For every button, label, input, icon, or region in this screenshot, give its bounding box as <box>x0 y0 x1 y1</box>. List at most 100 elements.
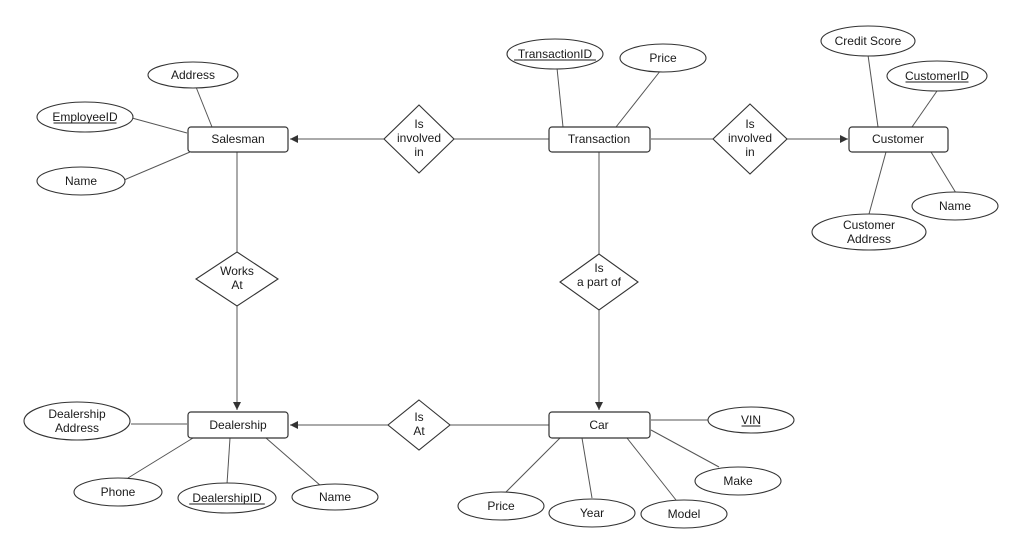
attribute-ellipse <box>177 482 277 514</box>
relationship-salesman-transaction: Is involved in <box>383 104 455 174</box>
relationship-line-1: Is <box>594 261 603 275</box>
relationship-line-2: At <box>413 424 425 438</box>
attribute-ellipse <box>36 166 126 196</box>
relationship-car-dealership: Is At <box>387 399 451 451</box>
entity-transaction: Transaction <box>548 126 651 153</box>
attribute-ellipse <box>291 483 379 511</box>
relationship-line-3: in <box>414 145 423 159</box>
link-salesman-employeeid <box>131 117 188 134</box>
attribute-ellipse <box>640 499 728 529</box>
attribute-ellipse <box>457 491 545 521</box>
key-attribute-label: VIN <box>741 413 761 427</box>
relationship-line-2: involved <box>397 131 441 145</box>
attribute-ellipse <box>548 498 636 528</box>
attribute-car-make: Make <box>694 466 782 496</box>
attribute-ellipse <box>147 61 239 89</box>
attribute-label: Price <box>487 499 515 513</box>
attribute-label: Model <box>668 507 701 521</box>
attribute-label: Name <box>65 174 97 188</box>
attribute-ellipse <box>694 466 782 496</box>
attribute-label: Phone <box>101 485 136 499</box>
entity-dealership-label: Dealership <box>209 418 267 432</box>
link-car-make <box>650 429 720 468</box>
link-transaction-id <box>556 67 564 128</box>
attribute-label: Address <box>171 68 215 82</box>
attribute-salesman-name: Name <box>36 166 126 196</box>
entity-customer-label: Customer <box>872 132 924 146</box>
link-transaction-price <box>615 69 662 128</box>
link-customer-id <box>911 90 938 128</box>
relationship-transaction-customer: Is involved in <box>712 103 788 175</box>
attribute-ellipse <box>811 213 927 251</box>
attribute-label: Make <box>723 474 753 488</box>
relationship-line-3: in <box>745 145 754 159</box>
attribute-ellipse <box>73 477 163 507</box>
connector-lines <box>123 54 957 501</box>
relationship-line-2: At <box>231 278 243 292</box>
attribute-label: Customer <box>843 218 895 232</box>
attribute-label: Year <box>580 506 604 520</box>
key-attribute-label: CustomerID <box>905 69 969 83</box>
attribute-customer-id: CustomerID <box>886 60 988 92</box>
attribute-label: Address <box>55 421 99 435</box>
link-customer-address <box>868 151 887 215</box>
relationship-line-2: a part of <box>577 275 622 289</box>
link-car-model <box>626 437 677 501</box>
link-dealership-id <box>226 437 231 485</box>
relationship-line-1: Is <box>745 117 754 131</box>
attribute-label: Address <box>847 232 891 246</box>
attribute-label: Dealership <box>48 407 106 421</box>
link-salesman-name <box>123 151 191 181</box>
entity-customer: Customer <box>848 126 949 153</box>
relationship-line-1: Is <box>414 117 423 131</box>
link-dealership-name <box>265 437 322 487</box>
link-dealership-phone <box>127 437 194 479</box>
link-car-year <box>581 437 593 499</box>
entity-salesman: Salesman <box>187 126 289 153</box>
entity-car-label: Car <box>589 418 608 432</box>
attribute-transaction-price: Price <box>619 43 707 73</box>
key-attribute-label: EmployeeID <box>52 110 118 124</box>
attribute-ellipse <box>707 406 795 434</box>
link-salesman-address <box>195 86 213 128</box>
attribute-car-model: Model <box>640 499 728 529</box>
entity-car: Car <box>548 411 651 439</box>
attribute-car-price: Price <box>457 491 545 521</box>
attribute-ellipse <box>619 43 707 73</box>
key-attribute-label: TransactionID <box>518 47 593 61</box>
attribute-ellipse <box>23 401 131 441</box>
attribute-label: Credit Score <box>835 34 902 48</box>
attribute-ellipse <box>36 101 134 133</box>
relationship-line-1: Works <box>220 264 254 278</box>
entity-transaction-label: Transaction <box>568 132 630 146</box>
attribute-salesman-address: Address <box>147 61 239 89</box>
link-car-price <box>505 437 561 493</box>
attribute-ellipse <box>886 60 988 92</box>
attribute-customer-credit-score: Credit Score <box>820 25 916 57</box>
key-attribute-label: DealershipID <box>192 491 262 505</box>
attribute-ellipse <box>506 38 604 70</box>
attribute-salesman-employeeid: EmployeeID <box>36 101 134 133</box>
attribute-dealership-name: Name <box>291 483 379 511</box>
attribute-dealership-phone: Phone <box>73 477 163 507</box>
attribute-label: Price <box>649 51 677 65</box>
relationship-line-1: Is <box>414 410 423 424</box>
attribute-car-year: Year <box>548 498 636 528</box>
relationship-transaction-car: Is a part of <box>559 253 639 311</box>
attribute-transaction-id: TransactionID <box>506 38 604 70</box>
relationship-salesman-dealership: Works At <box>194 251 280 307</box>
attribute-dealership-id: DealershipID <box>177 482 277 514</box>
attribute-car-vin: VIN <box>707 406 795 434</box>
attribute-ellipse <box>911 191 999 221</box>
link-customer-name <box>930 151 957 194</box>
link-customer-credit-score <box>867 54 879 128</box>
attribute-label: Name <box>939 199 971 213</box>
relationship-line-2: involved <box>728 131 772 145</box>
entity-salesman-label: Salesman <box>211 132 264 146</box>
attribute-label: Name <box>319 490 351 504</box>
entity-dealership: Dealership <box>187 411 289 439</box>
